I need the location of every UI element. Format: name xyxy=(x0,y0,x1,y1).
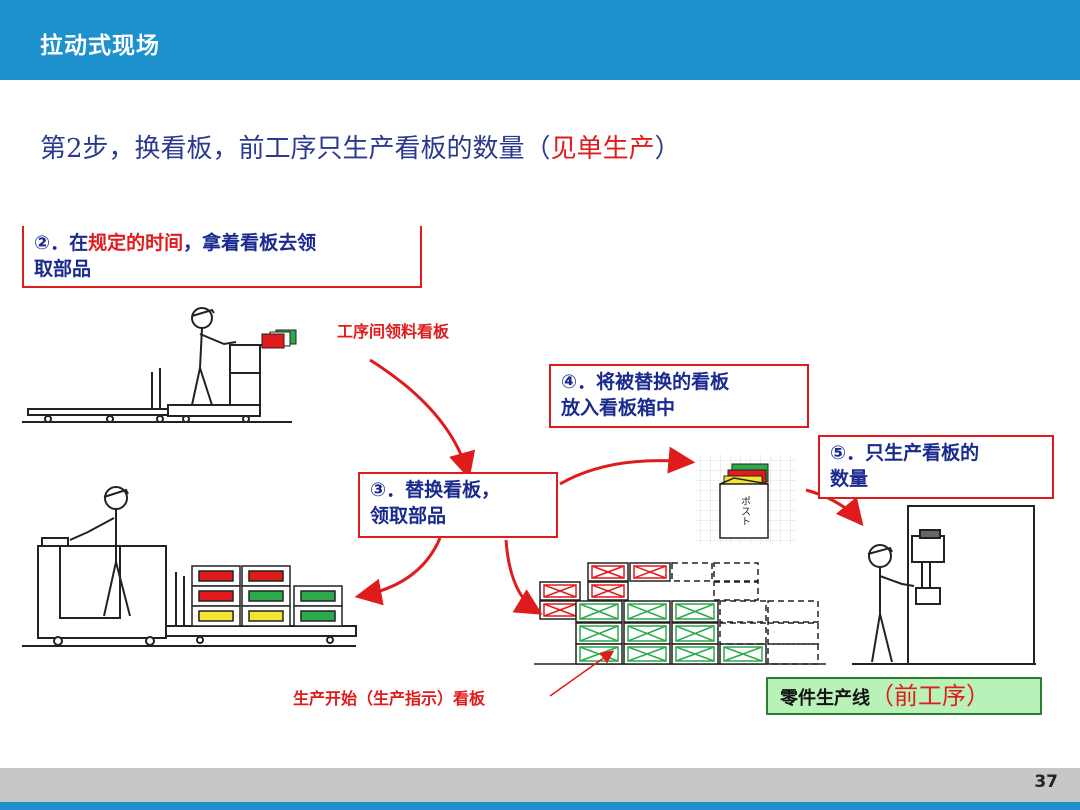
flow-arrows xyxy=(354,358,864,615)
pointer-line xyxy=(549,650,615,697)
bottom-cart-icon xyxy=(22,537,357,647)
production-start-kanban-label: 生产开始（生产指示）看板 xyxy=(293,689,486,708)
callout-step-2-suffix: ，拿着看板去领 xyxy=(183,232,317,254)
cart-crate-stack-icon xyxy=(191,565,343,627)
arrow-icon xyxy=(805,488,864,527)
subtitle-main: 第2步，换看板，前工序只生产看板的数量 xyxy=(40,134,525,164)
callout-step-5-line1: ⑤．只生产看板的 xyxy=(830,442,980,464)
production-line-highlight: （前工序） xyxy=(870,682,990,710)
callout-step-3-line1: ③．替换看板， xyxy=(370,479,501,501)
callout-step-3-line2: 领取部品 xyxy=(370,505,447,527)
callout-step-3: ③．替换看板， 领取部品 xyxy=(358,472,558,538)
top-worker-icon xyxy=(191,307,237,406)
post-box-label: ポスト xyxy=(739,496,751,526)
arrow-icon xyxy=(354,537,442,606)
arrow-icon xyxy=(559,446,696,486)
subtitle-close-paren: ） xyxy=(654,134,681,164)
header-bar xyxy=(0,0,1080,80)
footer-accent-line xyxy=(0,802,1080,810)
inter-process-kanban-label: 工序间领料看板 xyxy=(337,322,450,341)
callout-step-2-prefix: ②．在 xyxy=(34,232,89,254)
top-cart-icon xyxy=(22,344,292,423)
arrow-icon xyxy=(504,539,543,615)
footer-bar xyxy=(0,768,1080,802)
slide-title: 拉动式现场 xyxy=(40,33,160,59)
callout-step-5: ⑤．只生产看板的数量 xyxy=(818,435,1054,499)
callout-step-4-line1: ④．将被替换的看板 xyxy=(561,371,730,393)
page-number: 37 xyxy=(1034,772,1058,792)
operator-worker-icon xyxy=(867,544,915,663)
production-line-box: 零件生产线（前工序） xyxy=(766,677,1042,715)
arrow-icon xyxy=(369,358,476,480)
store-crate-stack-icon xyxy=(534,562,826,665)
callout-step-4: ④．将被替换的看板放入看板箱中 xyxy=(549,364,809,428)
slide-subtitle: 第2步，换看板，前工序只生产看板的数量（见单生产） xyxy=(40,128,681,165)
callout-step-2-highlight: 规定的时间 xyxy=(88,232,184,254)
bottom-worker-icon xyxy=(69,486,131,617)
held-kanban-cards-icon xyxy=(261,329,297,349)
callout-step-5-line2: 数量 xyxy=(830,468,869,490)
kanban-post-box-icon: ポスト xyxy=(696,454,796,544)
callout-step-2: ②．在规定的时间，拿着看板去领取部品 xyxy=(22,226,422,288)
subtitle-open-paren: （ xyxy=(524,134,551,164)
callout-step-2-line2: 取部品 xyxy=(34,258,92,280)
production-line-label: 零件生产线 xyxy=(780,688,870,709)
subtitle-highlight: 见单生产 xyxy=(550,134,655,164)
callout-step-4-line2: 放入看板箱中 xyxy=(561,397,676,419)
